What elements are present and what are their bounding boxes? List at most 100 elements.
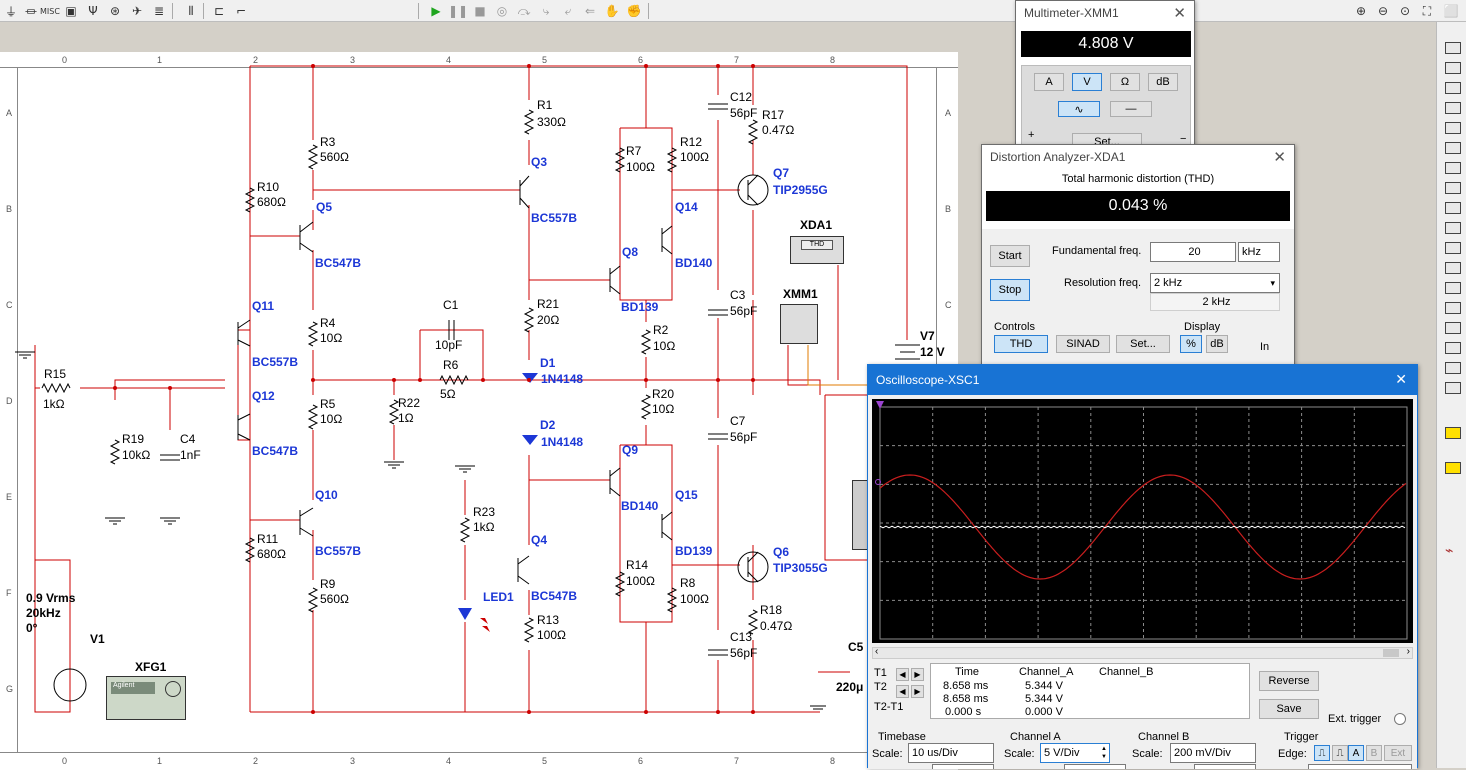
frequency-counter-icon[interactable] <box>1445 162 1461 174</box>
save-button[interactable]: Save <box>1259 699 1319 719</box>
ext-trigger-terminal-icon[interactable] <box>1394 713 1406 725</box>
misc-button[interactable]: MISC <box>40 2 60 20</box>
function-generator-instrument[interactable]: Agilent <box>106 676 186 720</box>
logic-converter-icon[interactable] <box>1445 202 1461 214</box>
oscilloscope-icon[interactable] <box>1445 102 1461 114</box>
scroll-thumb[interactable] <box>1383 649 1399 657</box>
wattmeter-icon[interactable] <box>1445 82 1461 94</box>
ladder-icon[interactable]: ≣ <box>153 4 165 18</box>
scope-screen[interactable] <box>872 399 1413 643</box>
voltmeter-mode-button[interactable]: V <box>1072 73 1102 91</box>
current-probe-icon[interactable]: ⌁ <box>1445 542 1454 558</box>
agilent-generator-icon[interactable] <box>1445 322 1461 334</box>
word-generator-icon[interactable] <box>1445 182 1461 194</box>
trigger-a-button[interactable]: A <box>1348 745 1364 761</box>
schematic-canvas[interactable] <box>0 52 958 770</box>
timebase-scale-input[interactable]: 10 us/Div <box>908 743 994 763</box>
db-mode-button[interactable]: dB <box>1148 73 1178 91</box>
channel-a-ypos-input[interactable] <box>1064 764 1126 769</box>
tektronix-scope-icon[interactable] <box>1445 382 1461 394</box>
multimeter-icon[interactable] <box>1445 42 1461 54</box>
basic-icon[interactable]: ⏛ <box>24 4 37 19</box>
ni-elvis-icon[interactable] <box>1445 462 1461 474</box>
probe2-icon[interactable]: ✊ <box>626 4 642 18</box>
scroll-left-icon[interactable]: ‹ <box>875 646 879 657</box>
thd-mode-button[interactable]: THD <box>994 335 1048 353</box>
thd-instrument[interactable]: THD <box>790 236 844 264</box>
zoom-fit-icon[interactable]: ⛶ <box>1422 3 1432 18</box>
zoom-in-icon[interactable]: ⊕ <box>1355 4 1367 18</box>
stop-button[interactable]: Stop <box>990 279 1030 301</box>
dc-mode-button[interactable]: — <box>1110 101 1152 117</box>
logic-analyzer-icon[interactable] <box>1445 222 1461 234</box>
timebase-xpos-input[interactable] <box>932 764 994 769</box>
step-over-icon[interactable]: ⤼ <box>517 3 531 18</box>
distortion-set-button[interactable]: Set... <box>1116 335 1170 353</box>
agilent-multimeter-icon[interactable] <box>1445 342 1461 354</box>
ammeter-mode-button[interactable]: A <box>1034 73 1064 91</box>
channel-a-level-marker[interactable] <box>875 479 881 485</box>
distortion-analyzer-icon[interactable] <box>1445 262 1461 274</box>
start-button[interactable]: Start <box>990 245 1030 267</box>
labview-icon[interactable] <box>1445 427 1461 439</box>
breakpoint-icon[interactable]: ⇐ <box>584 4 596 18</box>
step-into-icon[interactable]: ⤷ <box>542 3 550 18</box>
falling-edge-button[interactable]: ⎍ <box>1332 745 1348 761</box>
db-display-button[interactable]: dB <box>1206 335 1228 353</box>
t2-right-button[interactable]: ▶ <box>911 685 924 698</box>
zoom-area-icon[interactable]: ⊙ <box>1399 4 1411 18</box>
stop-icon[interactable]: ■ <box>474 4 486 18</box>
channel-b-ypos-input[interactable] <box>1194 764 1256 769</box>
iv-analyzer-icon[interactable] <box>1445 242 1461 254</box>
channel-b-scale-input[interactable]: 200 mV/Div <box>1170 743 1256 763</box>
scroll-right-icon[interactable]: › <box>1406 646 1410 657</box>
scope-horizontal-scrollbar[interactable]: ‹ › <box>872 646 1413 659</box>
function-generator-icon[interactable] <box>1445 62 1461 74</box>
step-out-icon[interactable]: ⤶ <box>564 3 572 18</box>
cursor-t1-marker[interactable] <box>876 401 884 409</box>
trigger-b-button[interactable]: B <box>1366 745 1382 761</box>
four-channel-scope-icon[interactable] <box>1445 122 1461 134</box>
fundamental-unit-field[interactable]: kHz <box>1238 242 1280 262</box>
header-channel-a: Channel_A <box>1019 666 1074 678</box>
pause-icon[interactable]: ❚❚ <box>447 4 469 18</box>
rf-icon[interactable]: ✈ <box>131 4 143 18</box>
d1-type: 1N4148 <box>541 372 584 386</box>
fundamental-freq-input[interactable]: 20 <box>1150 242 1236 262</box>
spin-icon[interactable]: ▲▼ <box>1101 746 1107 760</box>
zoom-out-icon[interactable]: ⊖ <box>1377 4 1389 18</box>
spectrum-analyzer-icon[interactable] <box>1445 282 1461 294</box>
reverse-button[interactable]: Reverse <box>1259 671 1319 691</box>
ohmmeter-mode-button[interactable]: Ω <box>1110 73 1140 91</box>
scope-instrument[interactable] <box>852 480 868 550</box>
network-analyzer-icon[interactable] <box>1445 302 1461 314</box>
bode-plotter-icon[interactable] <box>1445 142 1461 154</box>
step-icon[interactable]: ◎ <box>496 4 508 18</box>
resolution-freq-select[interactable]: 2 kHz ▾ <box>1150 273 1280 293</box>
bus-icon[interactable]: ⊏ <box>213 4 225 18</box>
rising-edge-button[interactable]: ⎍ <box>1314 745 1330 761</box>
trigger-level-input[interactable] <box>1308 764 1412 769</box>
hierarchy-icon[interactable]: ⫴ <box>188 3 194 18</box>
close-icon[interactable]: ✕ <box>1173 5 1186 22</box>
fullscreen-icon[interactable]: ⬜ <box>1443 4 1459 18</box>
multimeter-instrument[interactable] <box>780 304 818 344</box>
agilent-scope-icon[interactable] <box>1445 362 1461 374</box>
electromech-icon[interactable]: ⊛ <box>109 4 121 18</box>
wire-icon[interactable]: ⌐ <box>235 4 247 18</box>
t2-left-button[interactable]: ◀ <box>896 685 909 698</box>
trigger-ext-button[interactable]: Ext <box>1384 745 1412 761</box>
channel-a-scale-input[interactable]: 5 V/Div ▲▼ <box>1040 743 1110 763</box>
t1-right-button[interactable]: ▶ <box>911 668 924 681</box>
close-icon[interactable]: ✕ <box>1395 371 1407 387</box>
percent-display-button[interactable]: % <box>1180 335 1202 353</box>
run-icon[interactable]: ▶ <box>431 4 441 18</box>
indicator-icon[interactable]: ▣ <box>65 4 77 18</box>
close-icon[interactable]: ✕ <box>1273 149 1286 166</box>
ac-mode-button[interactable]: ∿ <box>1058 101 1100 117</box>
source-icon[interactable]: ⏚ <box>4 4 17 19</box>
sinad-mode-button[interactable]: SINAD <box>1056 335 1110 353</box>
t1-left-button[interactable]: ◀ <box>896 668 909 681</box>
antenna-icon[interactable]: Ψ <box>88 4 98 18</box>
probe-icon[interactable]: ✋ <box>604 4 620 18</box>
